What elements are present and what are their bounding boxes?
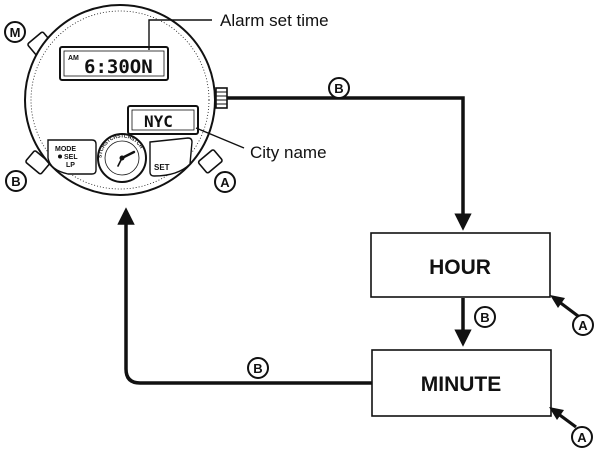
a-letter-hour: A (572, 314, 594, 336)
mode-label-line1: MODE (55, 146, 76, 153)
button-a[interactable] (197, 149, 223, 174)
flow-arrow-to-watch (117, 207, 372, 385)
display-ampm: AM (68, 55, 79, 62)
mode-label-panel: MODE SEL LP (47, 139, 97, 175)
mode-label-line2: SEL (64, 154, 78, 161)
mode-label-line3: LP (66, 162, 75, 169)
set-label: SET (154, 163, 170, 172)
flow-letter-b-top: B (328, 77, 350, 99)
watch-letter-m: M (4, 21, 26, 43)
svg-text:M: M (10, 25, 21, 40)
svg-text:A: A (577, 430, 587, 445)
analog-dial: STCHSTCHSTCHSTCH (97, 133, 147, 183)
watch-letter-b: B (5, 170, 27, 192)
callout-city-name: City name (195, 127, 327, 162)
flow-letter-b-bottom: B (247, 357, 269, 379)
minute-label: MINUTE (421, 373, 502, 396)
push-arrow-minute (549, 407, 577, 429)
callout-alarm-set-time: Alarm set time (148, 11, 329, 50)
crown-button[interactable] (215, 87, 228, 109)
minute-box: MINUTE (371, 349, 552, 417)
watch: AM 6:30ON NYC MODE SEL LP SET (24, 4, 228, 196)
city-display-text: NYC (144, 112, 173, 131)
svg-text:A: A (220, 175, 230, 190)
hour-box: HOUR (370, 232, 551, 298)
callout-alarm-set-time-text: Alarm set time (220, 11, 329, 30)
city-display: NYC (127, 105, 199, 135)
watch-letter-a: A (214, 171, 236, 193)
display-time: 6:30ON (84, 56, 153, 78)
flow-arrow-to-hour (227, 96, 472, 231)
a-letter-minute: A (571, 426, 593, 448)
svg-text:B: B (334, 81, 343, 96)
main-display: AM 6:30ON (59, 46, 169, 81)
svg-text:B: B (11, 174, 20, 189)
watch-bezel (30, 10, 210, 190)
callout-city-name-text: City name (250, 143, 327, 162)
push-arrow-hour (550, 295, 579, 318)
flow-letter-b-middle: B (474, 306, 496, 328)
hour-label: HOUR (429, 256, 491, 279)
mode-dot-icon (58, 154, 62, 159)
svg-text:B: B (480, 310, 489, 325)
svg-text:B: B (253, 361, 262, 376)
set-label-panel: SET (149, 137, 193, 177)
svg-text:A: A (578, 318, 588, 333)
